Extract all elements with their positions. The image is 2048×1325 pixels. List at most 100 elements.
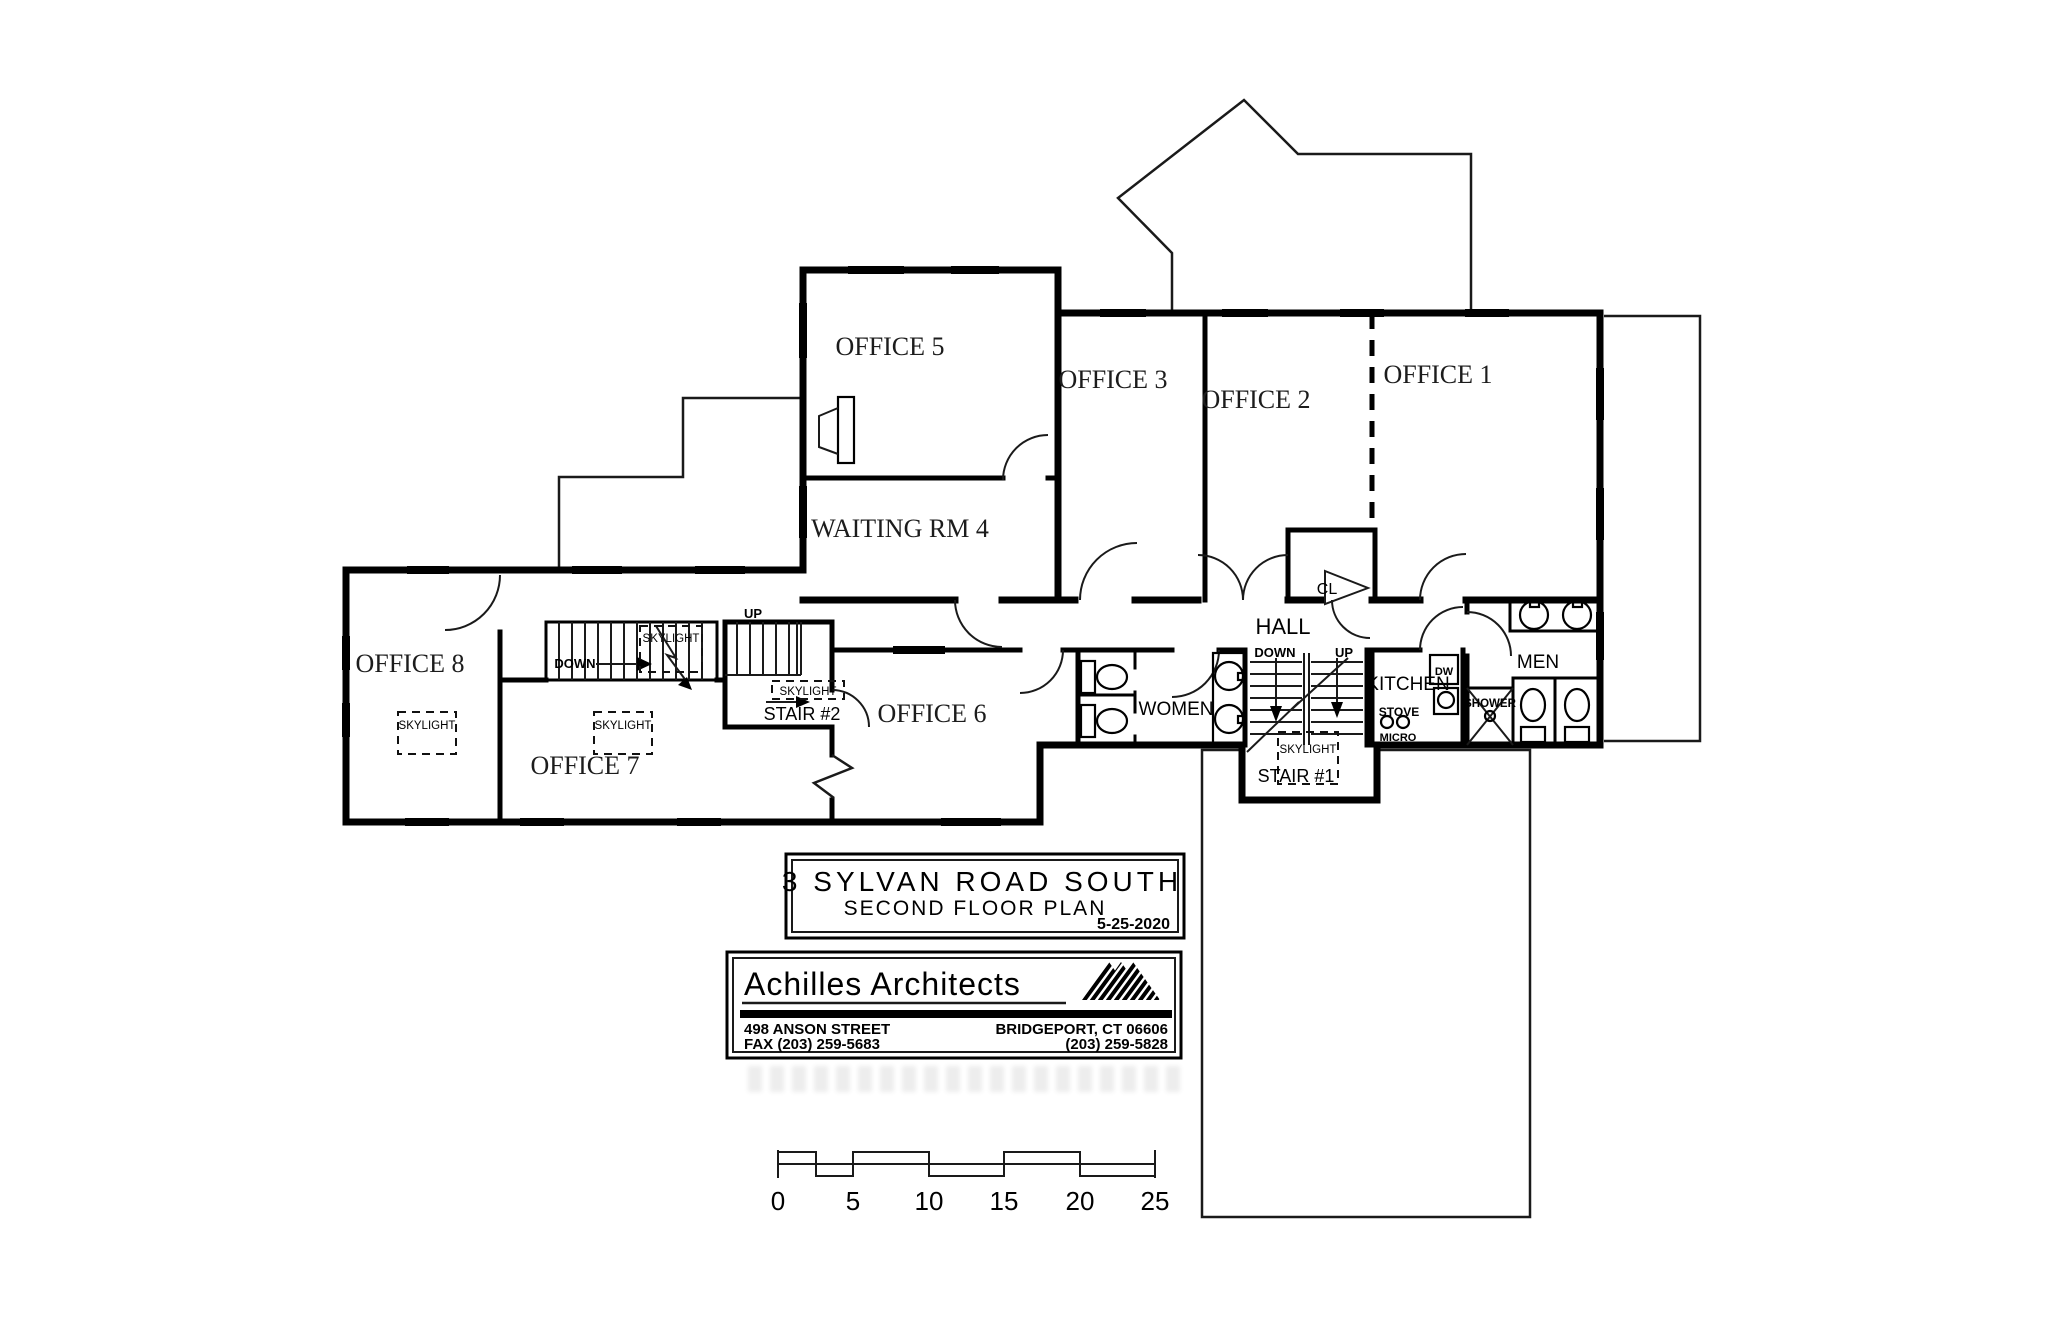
project-address: 3 SYLVAN ROAD SOUTH bbox=[782, 866, 1182, 897]
window-marker bbox=[695, 566, 745, 574]
firm-city: BRIDGEPORT, CT 06606 bbox=[995, 1021, 1168, 1038]
label-men: MEN bbox=[1517, 652, 1559, 673]
stove-burner bbox=[1395, 714, 1411, 730]
faded-text-artifact bbox=[748, 1066, 1186, 1092]
fireplace-box bbox=[836, 395, 856, 465]
label-up-stair2: UP bbox=[744, 606, 762, 621]
section-zigzag-arrow bbox=[655, 625, 688, 683]
roof-outline-bottom-right bbox=[1200, 748, 1532, 1219]
title-block-outer-border bbox=[784, 852, 1186, 940]
women-sink-counter bbox=[1211, 651, 1247, 745]
deck-outline-right bbox=[1604, 314, 1702, 743]
roof-outlines bbox=[557, 98, 1702, 1219]
stair1-up-arrowhead bbox=[1331, 702, 1343, 718]
stair-down-treads bbox=[558, 622, 703, 680]
window-marker bbox=[1596, 612, 1604, 660]
window-marker bbox=[342, 703, 350, 737]
scale-tick-15: 15 bbox=[990, 1186, 1019, 1216]
stairs bbox=[544, 620, 1363, 753]
stair1-break-line bbox=[1246, 657, 1349, 753]
window-marker bbox=[1340, 309, 1384, 317]
window-marker bbox=[405, 818, 449, 826]
firm-name: Achilles Architects bbox=[744, 966, 1021, 1002]
skylight-box-office8 bbox=[397, 711, 457, 755]
room-labels: OFFICE 8 OFFICE 7 OFFICE 6 OFFICE 5 WAIT… bbox=[355, 332, 1492, 780]
windows bbox=[342, 266, 1604, 826]
skylight-box-office7 bbox=[593, 711, 653, 755]
scale-bar: 0 5 10 15 20 25 bbox=[771, 1150, 1169, 1216]
toilet-tank bbox=[1079, 659, 1097, 695]
sink-basin bbox=[1518, 599, 1550, 631]
firm-phone: (203) 259-5828 bbox=[1065, 1036, 1168, 1053]
label-closet: CL bbox=[1317, 581, 1338, 598]
sink-basin bbox=[1213, 660, 1245, 692]
label-stove: STOVE bbox=[1379, 705, 1419, 719]
sink-tap bbox=[1236, 671, 1247, 682]
scale-tick-20: 20 bbox=[1066, 1186, 1095, 1216]
label-up-stair1: UP bbox=[1335, 645, 1353, 660]
skylight-pointer-head bbox=[796, 696, 810, 708]
architect-block-outer-border bbox=[725, 950, 1183, 1060]
room-label-office7: OFFICE 7 bbox=[530, 751, 639, 780]
fireplace-hearth bbox=[818, 407, 839, 455]
window-marker bbox=[1596, 488, 1604, 540]
room-label-office2: OFFICE 2 bbox=[1201, 385, 1310, 414]
roof-outline-upper-left-steps bbox=[557, 396, 803, 568]
room-label-office3: OFFICE 3 bbox=[1058, 365, 1167, 394]
fixtures bbox=[818, 395, 1593, 746]
window-marker bbox=[848, 266, 904, 274]
toilet-bowl bbox=[1519, 687, 1547, 723]
roof-outline-top bbox=[1116, 98, 1473, 313]
sink-tap bbox=[1236, 714, 1247, 725]
stair1-arrows bbox=[1275, 658, 1338, 710]
window-marker bbox=[572, 566, 622, 574]
window-marker bbox=[677, 818, 721, 826]
annotation-labels: HALL WOMEN MEN KITCHEN CL STAIR #1 STAIR… bbox=[399, 581, 1560, 786]
label-stair2: STAIR #2 bbox=[764, 704, 841, 724]
label-down-corridor: DOWN bbox=[554, 656, 595, 671]
shower-x-pattern bbox=[1466, 687, 1514, 746]
toilet-bowl bbox=[1095, 707, 1129, 735]
dishwasher-box bbox=[1428, 653, 1460, 686]
drawing-title: SECOND FLOOR PLAN bbox=[844, 897, 1107, 920]
window-marker bbox=[1596, 368, 1604, 420]
skylight-box-stair-corridor bbox=[639, 625, 703, 673]
window-marker bbox=[1465, 309, 1509, 317]
label-stair1: STAIR #1 bbox=[1258, 766, 1335, 786]
window-marker bbox=[951, 266, 999, 274]
doors bbox=[444, 434, 1512, 728]
divider-bar bbox=[740, 1010, 1172, 1018]
window-marker bbox=[342, 636, 350, 670]
toilet-tank bbox=[1079, 703, 1097, 739]
stair1-down-arrowhead bbox=[1270, 706, 1282, 722]
window-marker bbox=[407, 566, 449, 574]
label-skylight: SKYLIGHT bbox=[780, 686, 837, 698]
skylight-box-stair2 bbox=[771, 680, 845, 700]
sink-basin bbox=[1213, 703, 1245, 735]
sink-tap bbox=[1528, 599, 1541, 609]
sink-basin bbox=[1561, 599, 1593, 631]
title-block-inner-border bbox=[791, 859, 1179, 933]
section-arrowhead bbox=[678, 677, 692, 690]
skylights bbox=[397, 625, 1339, 785]
scale-tick-10: 10 bbox=[915, 1186, 944, 1216]
closet-door-symbol bbox=[1324, 569, 1371, 606]
skylight-box-stair1 bbox=[1277, 731, 1339, 785]
label-hall: HALL bbox=[1255, 614, 1310, 639]
sink-tap bbox=[1571, 599, 1584, 609]
window-marker bbox=[1100, 309, 1146, 317]
door-arcs bbox=[444, 434, 1512, 728]
architect-block-inner-border bbox=[732, 957, 1176, 1053]
window-marker bbox=[799, 486, 807, 538]
scale-tick-0: 0 bbox=[771, 1186, 785, 1216]
toilet-base bbox=[1563, 725, 1591, 744]
stove-burner bbox=[1379, 714, 1395, 730]
window-marker bbox=[799, 303, 807, 358]
window-marker bbox=[1222, 309, 1268, 317]
stair2-treads bbox=[725, 622, 802, 676]
label-skylight: SKYLIGHT bbox=[399, 720, 456, 732]
room-label-office5: OFFICE 5 bbox=[835, 332, 944, 361]
shower-drain bbox=[1483, 709, 1497, 723]
